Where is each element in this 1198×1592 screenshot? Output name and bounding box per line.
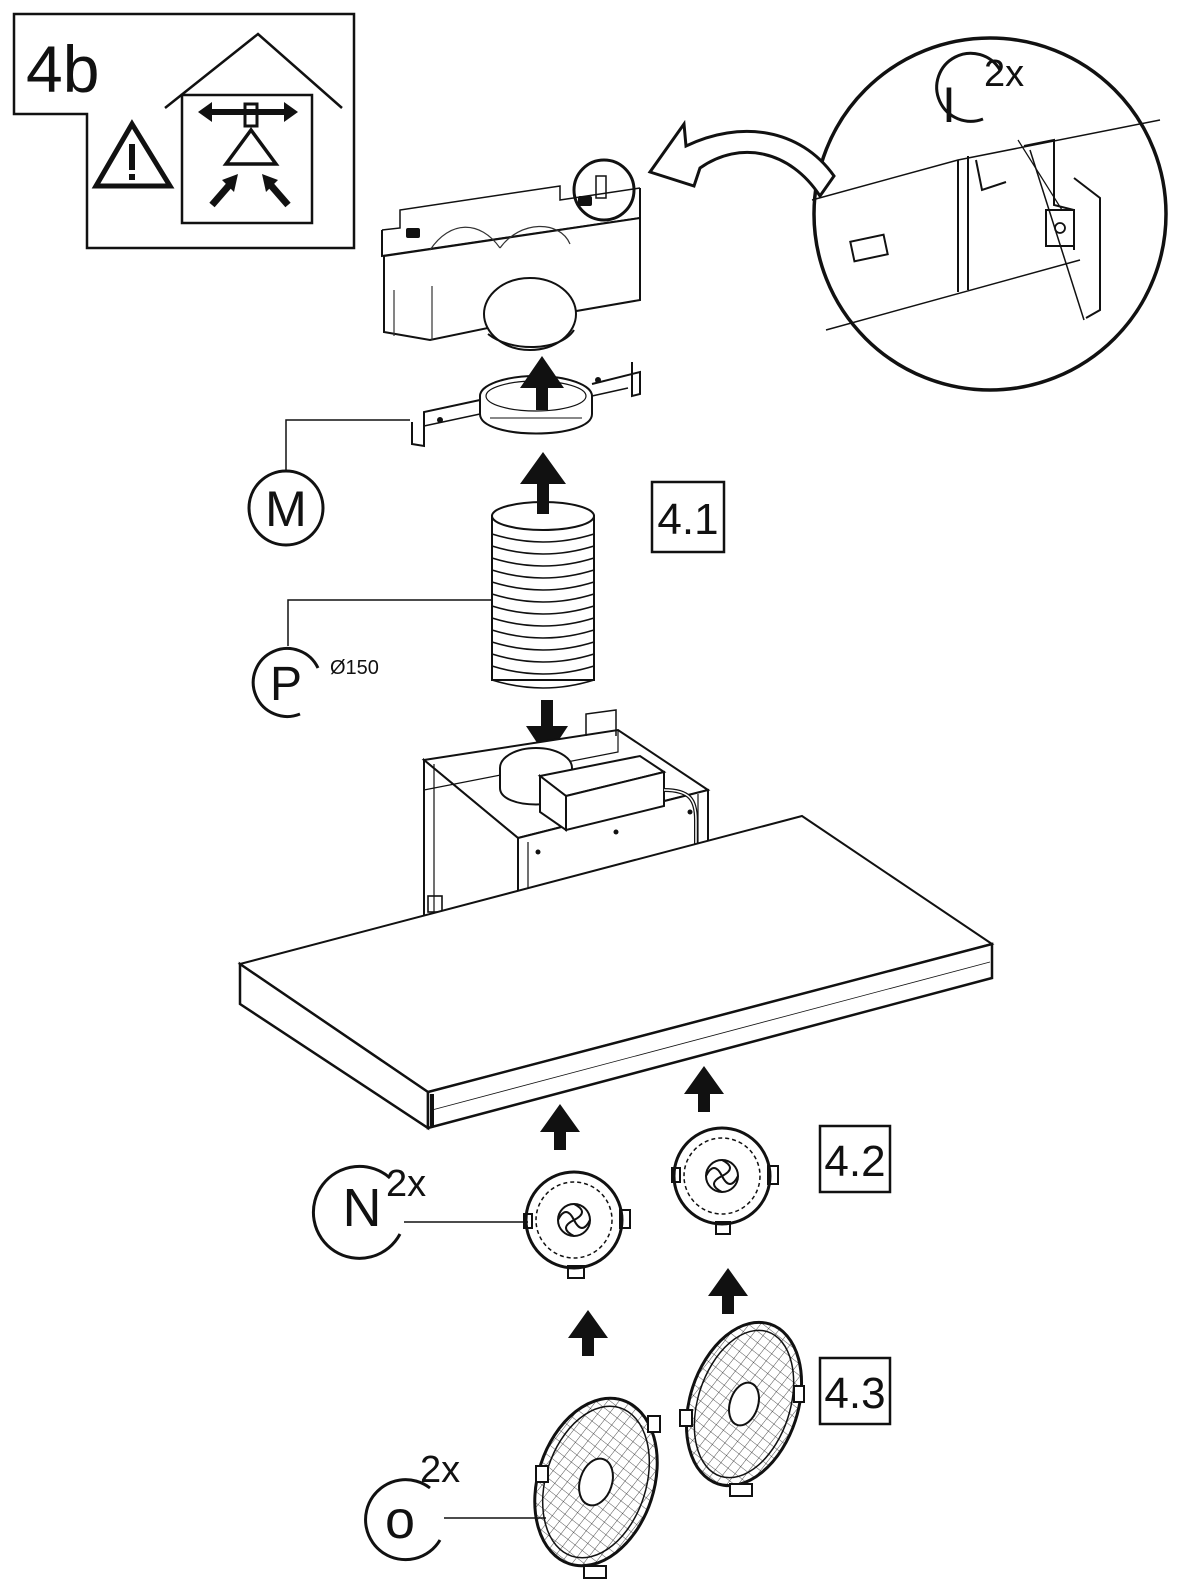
step-label: 4b [26,32,99,106]
callout-i: I 2x [935,51,1024,133]
up-arrow-icon [708,1268,748,1314]
diverter-box [381,175,641,351]
callout-m: M [247,419,410,547]
grease-filter-left [523,1170,631,1279]
step-4-1-box: 4.1 [650,480,726,554]
up-arrow-icon [568,1310,608,1356]
up-arrow-icon [684,1066,724,1112]
step-4-3-label: 4.3 [824,1369,885,1418]
callout-p-letter: P [270,658,302,711]
callout-n-qty: 2x [386,1163,426,1205]
callout-p: P Ø150 [251,599,492,718]
up-arrow-icon [520,452,566,514]
callout-i-letter: I [942,77,956,133]
hood-canopy [237,814,995,1131]
callout-n: N 2x [311,1163,528,1260]
callout-o-qty: 2x [420,1449,460,1491]
flexible-duct [491,501,595,689]
step-4-3-box: 4.3 [818,1356,892,1426]
callout-o: o 2x [364,1449,546,1562]
carbon-filter-left [533,1396,661,1579]
detail-magnifier [811,36,1168,392]
warning-icon [91,119,175,189]
step-4-2-box: 4.2 [818,1124,892,1194]
grease-filter-right [671,1126,779,1235]
callout-o-letter: o [385,1490,415,1550]
duct-diameter: Ø150 [330,657,379,679]
bracket-ring [411,362,641,448]
callout-m-letter: M [265,481,307,537]
callout-i-qty: 2x [984,53,1024,95]
up-arrow-icon [540,1104,580,1150]
step-4-1-label: 4.1 [657,495,718,544]
step-4-2-label: 4.2 [824,1137,885,1186]
carbon-filter-right [679,1320,805,1497]
house-recirculation-icon [164,32,343,225]
curved-arrow-icon [647,119,836,199]
detail-source-circle [572,158,636,222]
step-header-panel: 4b [12,12,356,250]
up-arrow-icon [520,356,564,410]
callout-n-letter: N [343,1178,382,1238]
